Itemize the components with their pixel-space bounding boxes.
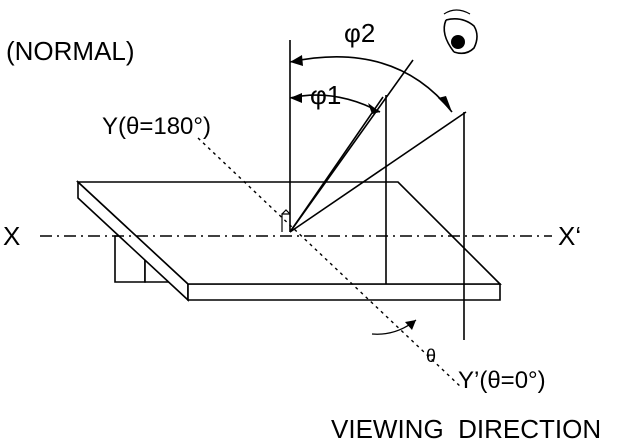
theta-arrowhead [405,320,416,330]
panel-top-surface [75,181,502,285]
panel-front-edge [187,283,501,301]
label-phi1: φ1 [310,80,341,110]
ray-phi2 [289,59,414,233]
phi2-arrowhead-left [290,55,303,66]
label-y-prime: Y’(θ=0°) [458,367,546,394]
phi1-arrowhead [368,103,380,114]
right-angle-flag [281,209,291,215]
phi2-arrowhead [438,96,452,112]
label-viewing-direction: VIEWING DIRECTION [331,414,601,444]
label-x-right: X‘ [558,221,581,251]
y-axis-line [197,137,463,389]
label-x-left: X [3,221,20,251]
label-normal: (NORMAL) [6,36,135,66]
eye-icon [443,9,478,55]
phi1-arrowhead-left [290,93,302,103]
label-phi2: φ2 [344,18,375,48]
label-y-axis: Y(θ=180°) [102,113,211,140]
phi2-arc [289,56,453,113]
ray-outer [289,111,467,233]
label-theta: θ [426,346,436,366]
lcd-panel [75,180,502,302]
